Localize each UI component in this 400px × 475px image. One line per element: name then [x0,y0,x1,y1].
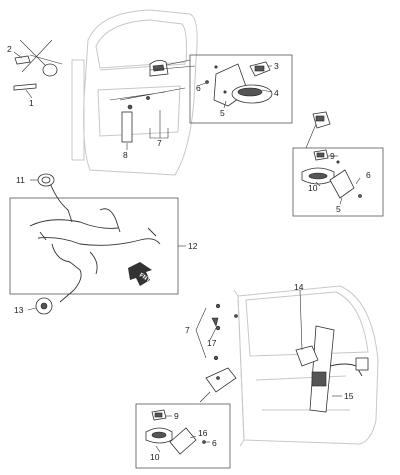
callout-7b: 7 [185,325,190,335]
callout-2: 2 [7,44,12,54]
rear-lock-switch [151,409,167,421]
screw [205,80,209,84]
callout-5b: 5 [336,204,341,214]
wiring-detail-box [9,197,179,295]
callout-14: 14 [294,282,304,292]
callout-5a: 5 [220,108,225,118]
handle-switch [249,61,271,77]
callout-10b: 10 [150,452,160,462]
callout-3: 3 [274,61,279,71]
front-door-outline [71,9,198,176]
callout-6b: 6 [366,170,371,180]
front-direction-arrow: FNT [128,262,152,286]
rear-door-outline [233,285,379,447]
callout-6c: 6 [212,438,217,448]
screw [358,194,362,198]
callout-10a: 10 [308,183,318,193]
grommet-upper [37,173,55,187]
rear-handle-bowl-inner [145,427,173,444]
handle-detail-box [189,54,293,124]
grommet-lower [35,297,53,315]
door-trim-strip [121,111,133,143]
rear-door-handle-outer [312,111,331,129]
callout-17: 17 [207,338,217,348]
screw [146,96,150,100]
callout-15: 15 [344,391,354,401]
door-wiring-harness [29,177,161,303]
callout-9a: 9 [330,151,335,161]
rear-handle-bezel-inner [169,427,197,455]
window-regulator-front [14,39,63,77]
handle-bowl [231,84,273,104]
callout-11: 11 [16,175,25,185]
window-channel [13,83,37,91]
rear-handle-switch [313,149,329,161]
rear-window-regulator [295,325,369,413]
regulator-fasteners [213,303,238,361]
callout-16: 16 [198,428,208,438]
direction-badge-label: FNT [138,273,151,284]
rear-inner-handle-bezel [205,367,237,393]
callout-7a: 7 [157,138,162,148]
screw [127,104,133,110]
screw [336,160,340,164]
rear-handle-detail-box [292,147,384,217]
callout-4: 4 [274,88,279,98]
callout-12: 12 [188,241,198,251]
rear-trim-clip [211,317,219,327]
rear-handle-bezel [329,169,355,199]
callout-8: 8 [123,150,128,160]
screw [202,440,206,444]
callout-9b: 9 [174,411,179,421]
screw [214,65,218,69]
door-handle-assembly [149,60,169,77]
callout-6a: 6 [196,83,201,93]
callout-1: 1 [29,98,34,108]
rear-handle-bowl [301,167,335,185]
callout-13: 13 [14,305,24,315]
rear-handle-parts-box [135,403,231,469]
